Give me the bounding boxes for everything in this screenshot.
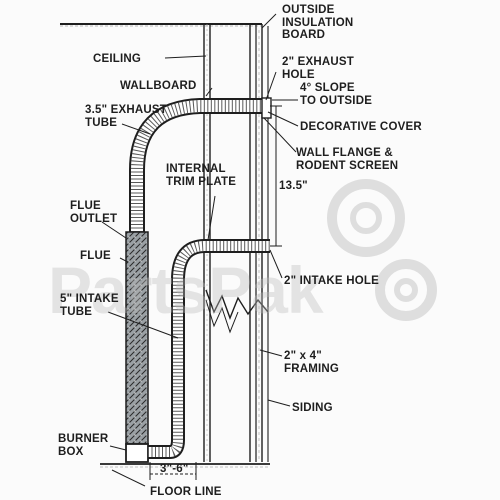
label-wallboard: WALLBOARD [120,80,197,92]
label-dimension-13-5: 13.5" [279,180,308,192]
burner-box [125,443,149,463]
label-framing: 2" x 4" FRAMING [284,350,340,375]
wall-break [205,289,269,320]
label-burner-box: BURNER BOX [58,433,109,458]
label-floor-line: FLOOR LINE [150,486,222,498]
label-flue-outlet: FLUE OUTLET [70,200,118,225]
label-exhaust-hole: 2" EXHAUST HOLE [282,56,354,81]
label-decorative-cover: DECORATIVE COVER [300,121,422,133]
label-dimension-3-6: 3"-6" [160,463,189,475]
label-ceiling: CEILING [93,53,142,65]
watermark-gear-icon [327,179,437,321]
watermark-text: PartsPak [48,253,324,327]
label-siding: SIDING [292,402,333,414]
label-intake-hole: 2" INTAKE HOLE [284,275,379,287]
label-slope: 4° SLOPE TO OUTSIDE [300,82,373,107]
label-intake-tube: 5" INTAKE TUBE [60,293,119,318]
intake-tube [148,239,270,459]
label-internal-trim-plate: INTERNAL TRIM PLATE [166,163,237,188]
dimension-3-6 [149,462,197,480]
label-wall-flange: WALL FLANGE & RODENT SCREEN [296,147,399,172]
leader-lines [101,13,299,487]
exhaust-tube [129,98,262,232]
label-flue: FLUE [80,250,111,262]
dimension-13-5 [270,105,282,247]
decorative-cover [261,97,272,119]
label-outside-insulation-board: OUTSIDE INSULATION BOARD [282,4,354,41]
label-exhaust-tube: 3.5" EXHAUST TUBE [85,104,167,129]
